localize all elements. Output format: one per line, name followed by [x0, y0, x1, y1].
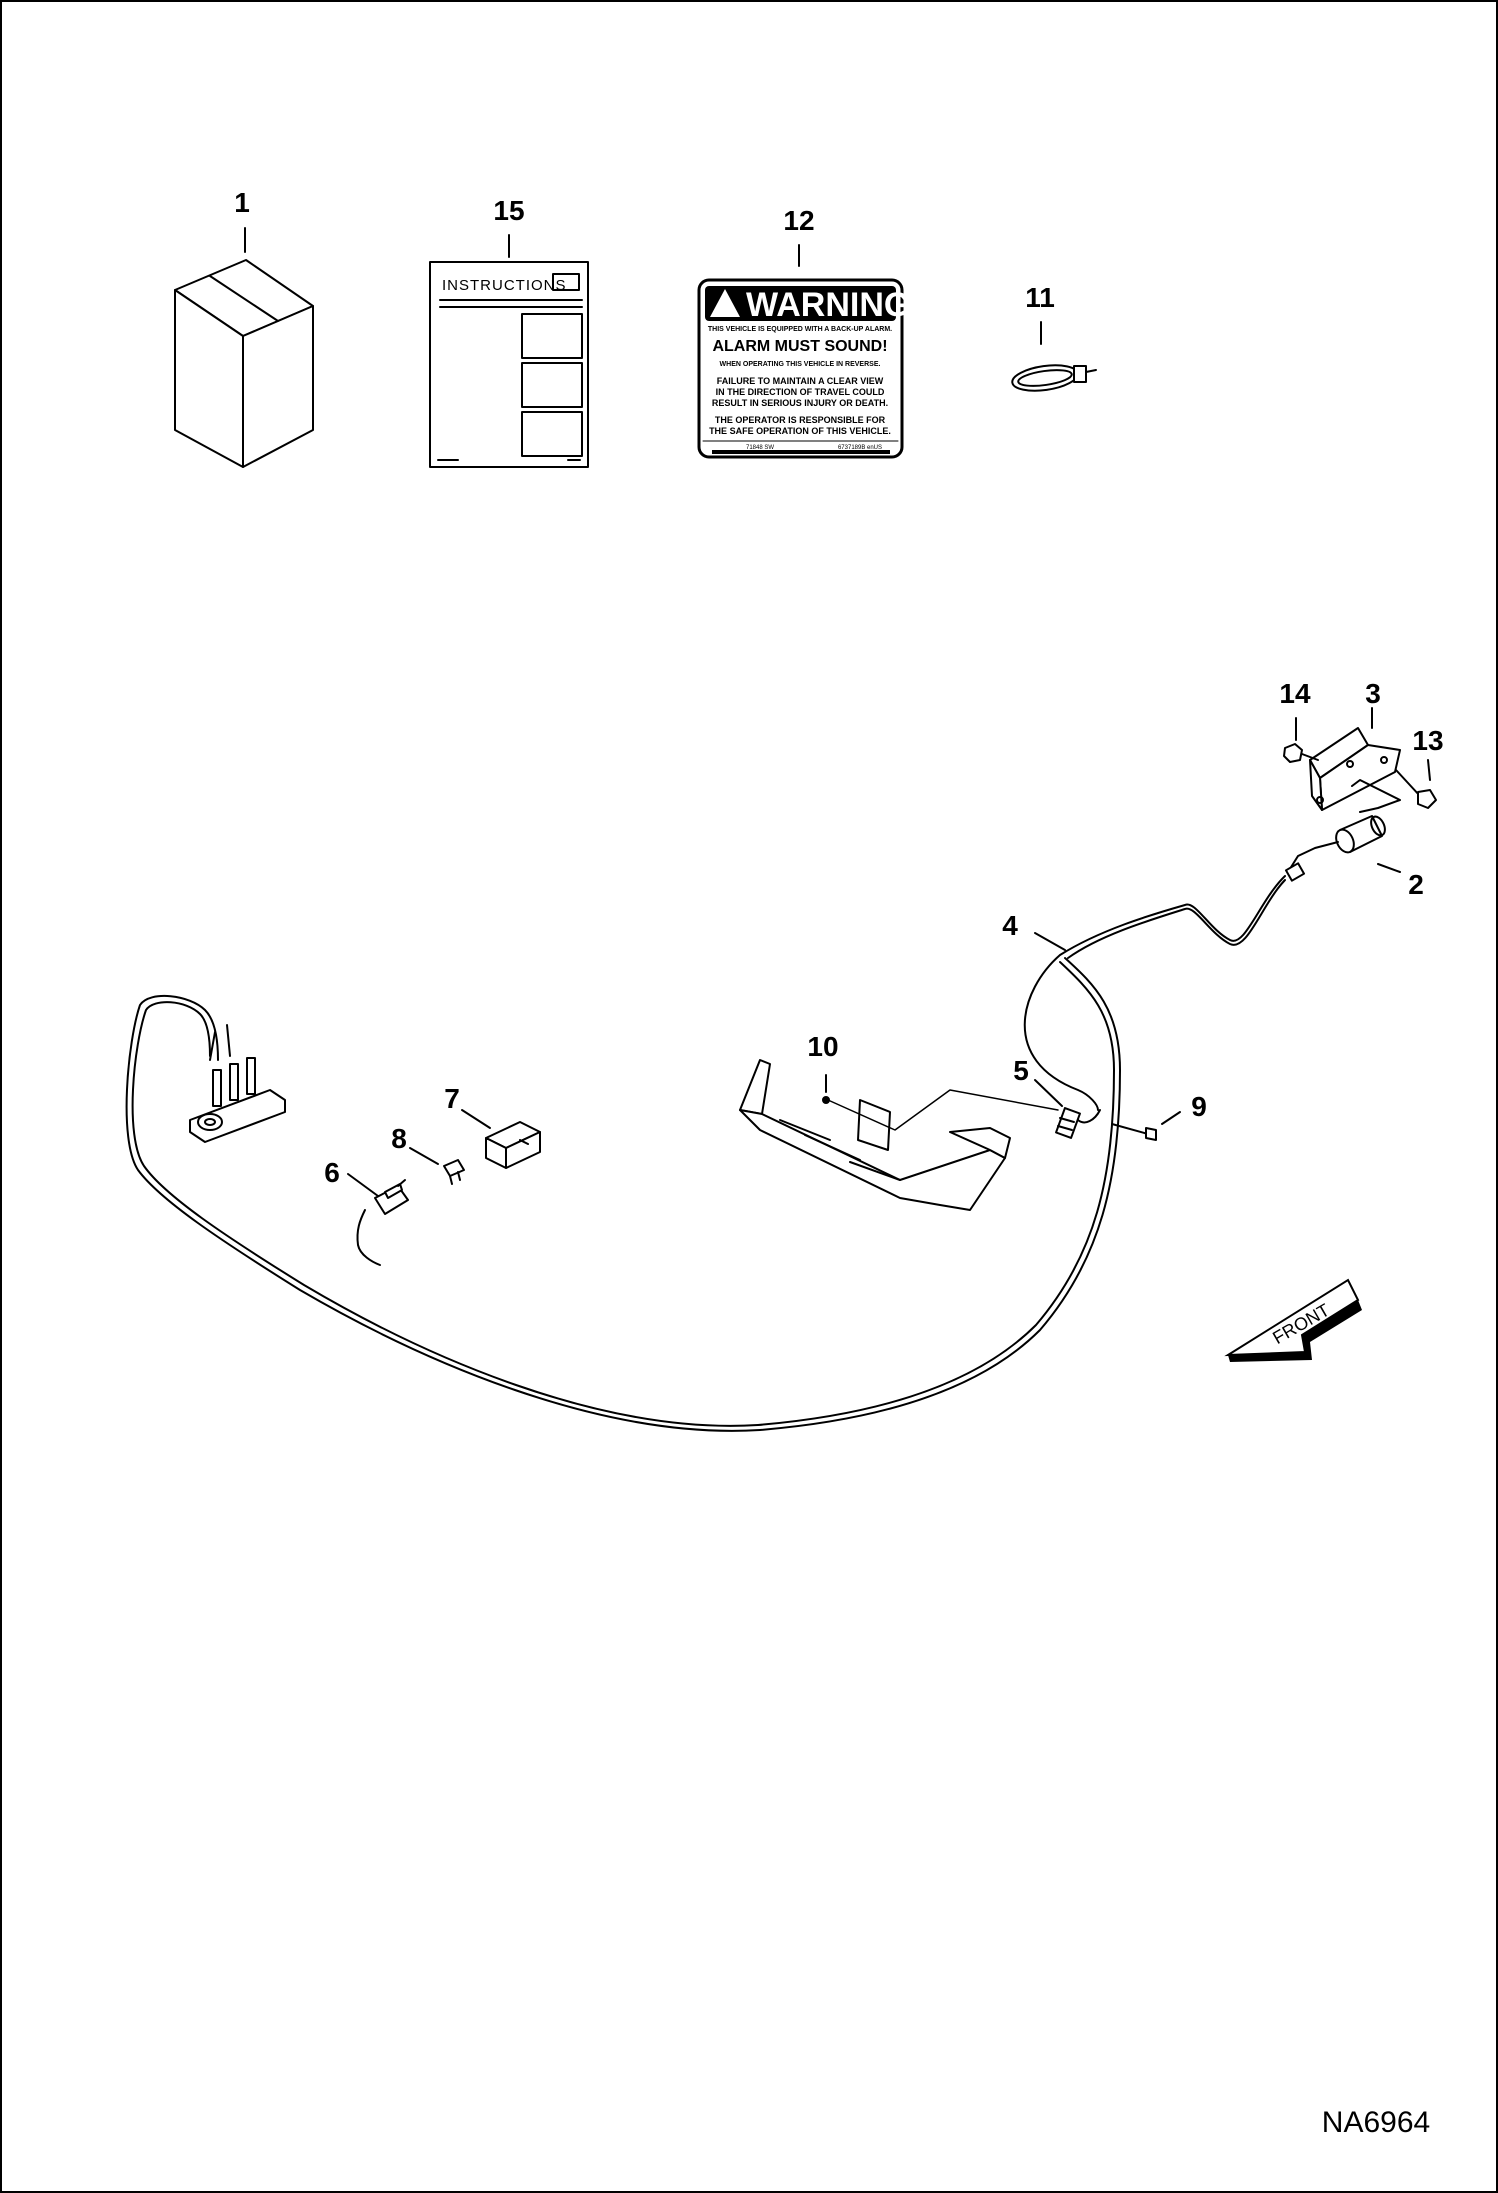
warning-code-right: 6737189B enUS — [838, 445, 882, 451]
warning-line-4a: THE OPERATOR IS RESPONSIBLE FOR — [715, 415, 886, 425]
callout-10: 10 — [807, 1031, 838, 1062]
callout-6: 6 — [324, 1157, 340, 1188]
mounting-bracket — [739, 1059, 1011, 1211]
warning-headline: ALARM MUST SOUND! — [712, 338, 887, 355]
instruction-sheet — [429, 261, 589, 468]
callout-8: 8 — [391, 1123, 407, 1154]
callout-15: 15 — [493, 195, 524, 226]
instructions-title: INSTRUCTIONS — [442, 277, 567, 294]
callout-9: 9 — [1191, 1091, 1207, 1122]
kit-box — [174, 259, 314, 468]
warning-line-3c: RESULT IN SERIOUS INJURY OR DEATH. — [712, 398, 888, 408]
warning-code-left: 71848 SW — [746, 445, 774, 451]
leader-9 — [1161, 1111, 1181, 1125]
harness-connector — [1055, 1107, 1081, 1139]
leader-5 — [1034, 1079, 1063, 1107]
cable-tie — [1011, 364, 1097, 392]
nut — [1283, 743, 1319, 763]
warning-line-1: THIS VEHICLE IS EQUIPPED WITH A BACK-UP … — [708, 326, 892, 333]
leader-7 — [461, 1109, 491, 1129]
fuse-block-connector — [189, 1024, 286, 1143]
callout-2: 2 — [1408, 869, 1424, 900]
callout-11: 11 — [1025, 282, 1055, 313]
front-arrow — [1224, 1278, 1362, 1362]
callout-4: 4 — [1002, 910, 1018, 941]
relay — [485, 1121, 541, 1169]
leader-10-assembly — [827, 1089, 1059, 1131]
leader-13 — [1427, 759, 1431, 781]
warning-line-3a: FAILURE TO MAINTAIN A CLEAR VIEW — [717, 376, 884, 386]
fuse — [443, 1159, 465, 1185]
callout-13: 13 — [1412, 725, 1443, 756]
warning-line-3b: IN THE DIRECTION OF TRAVEL COULD — [716, 387, 885, 397]
callout-1: 1 — [234, 187, 250, 218]
callout-12: 12 — [783, 205, 814, 236]
callout-14: 14 — [1279, 678, 1311, 709]
leader-4 — [1034, 932, 1066, 951]
bolt — [1395, 769, 1437, 809]
leader-6 — [347, 1173, 379, 1197]
warning-line-2: WHEN OPERATING THIS VEHICLE IN REVERSE. — [720, 361, 881, 368]
warning-decal — [697, 278, 904, 459]
warning-line-4b: THE SAFE OPERATION OF THIS VEHICLE. — [709, 426, 891, 436]
alarm-bracket — [1309, 727, 1401, 811]
document-id: NA6964 — [1322, 2106, 1430, 2139]
warning-header: WARNING — [746, 286, 910, 324]
inline-fuse-holder — [374, 1179, 409, 1215]
backup-alarm — [1284, 779, 1401, 882]
callout-3: 3 — [1365, 678, 1381, 709]
callout-7: 7 — [444, 1083, 460, 1114]
wire-harness — [125, 875, 1286, 1432]
screw — [1111, 1123, 1157, 1141]
callout-5: 5 — [1013, 1055, 1029, 1086]
leader-8 — [409, 1147, 439, 1165]
leader-2 — [1377, 863, 1401, 873]
